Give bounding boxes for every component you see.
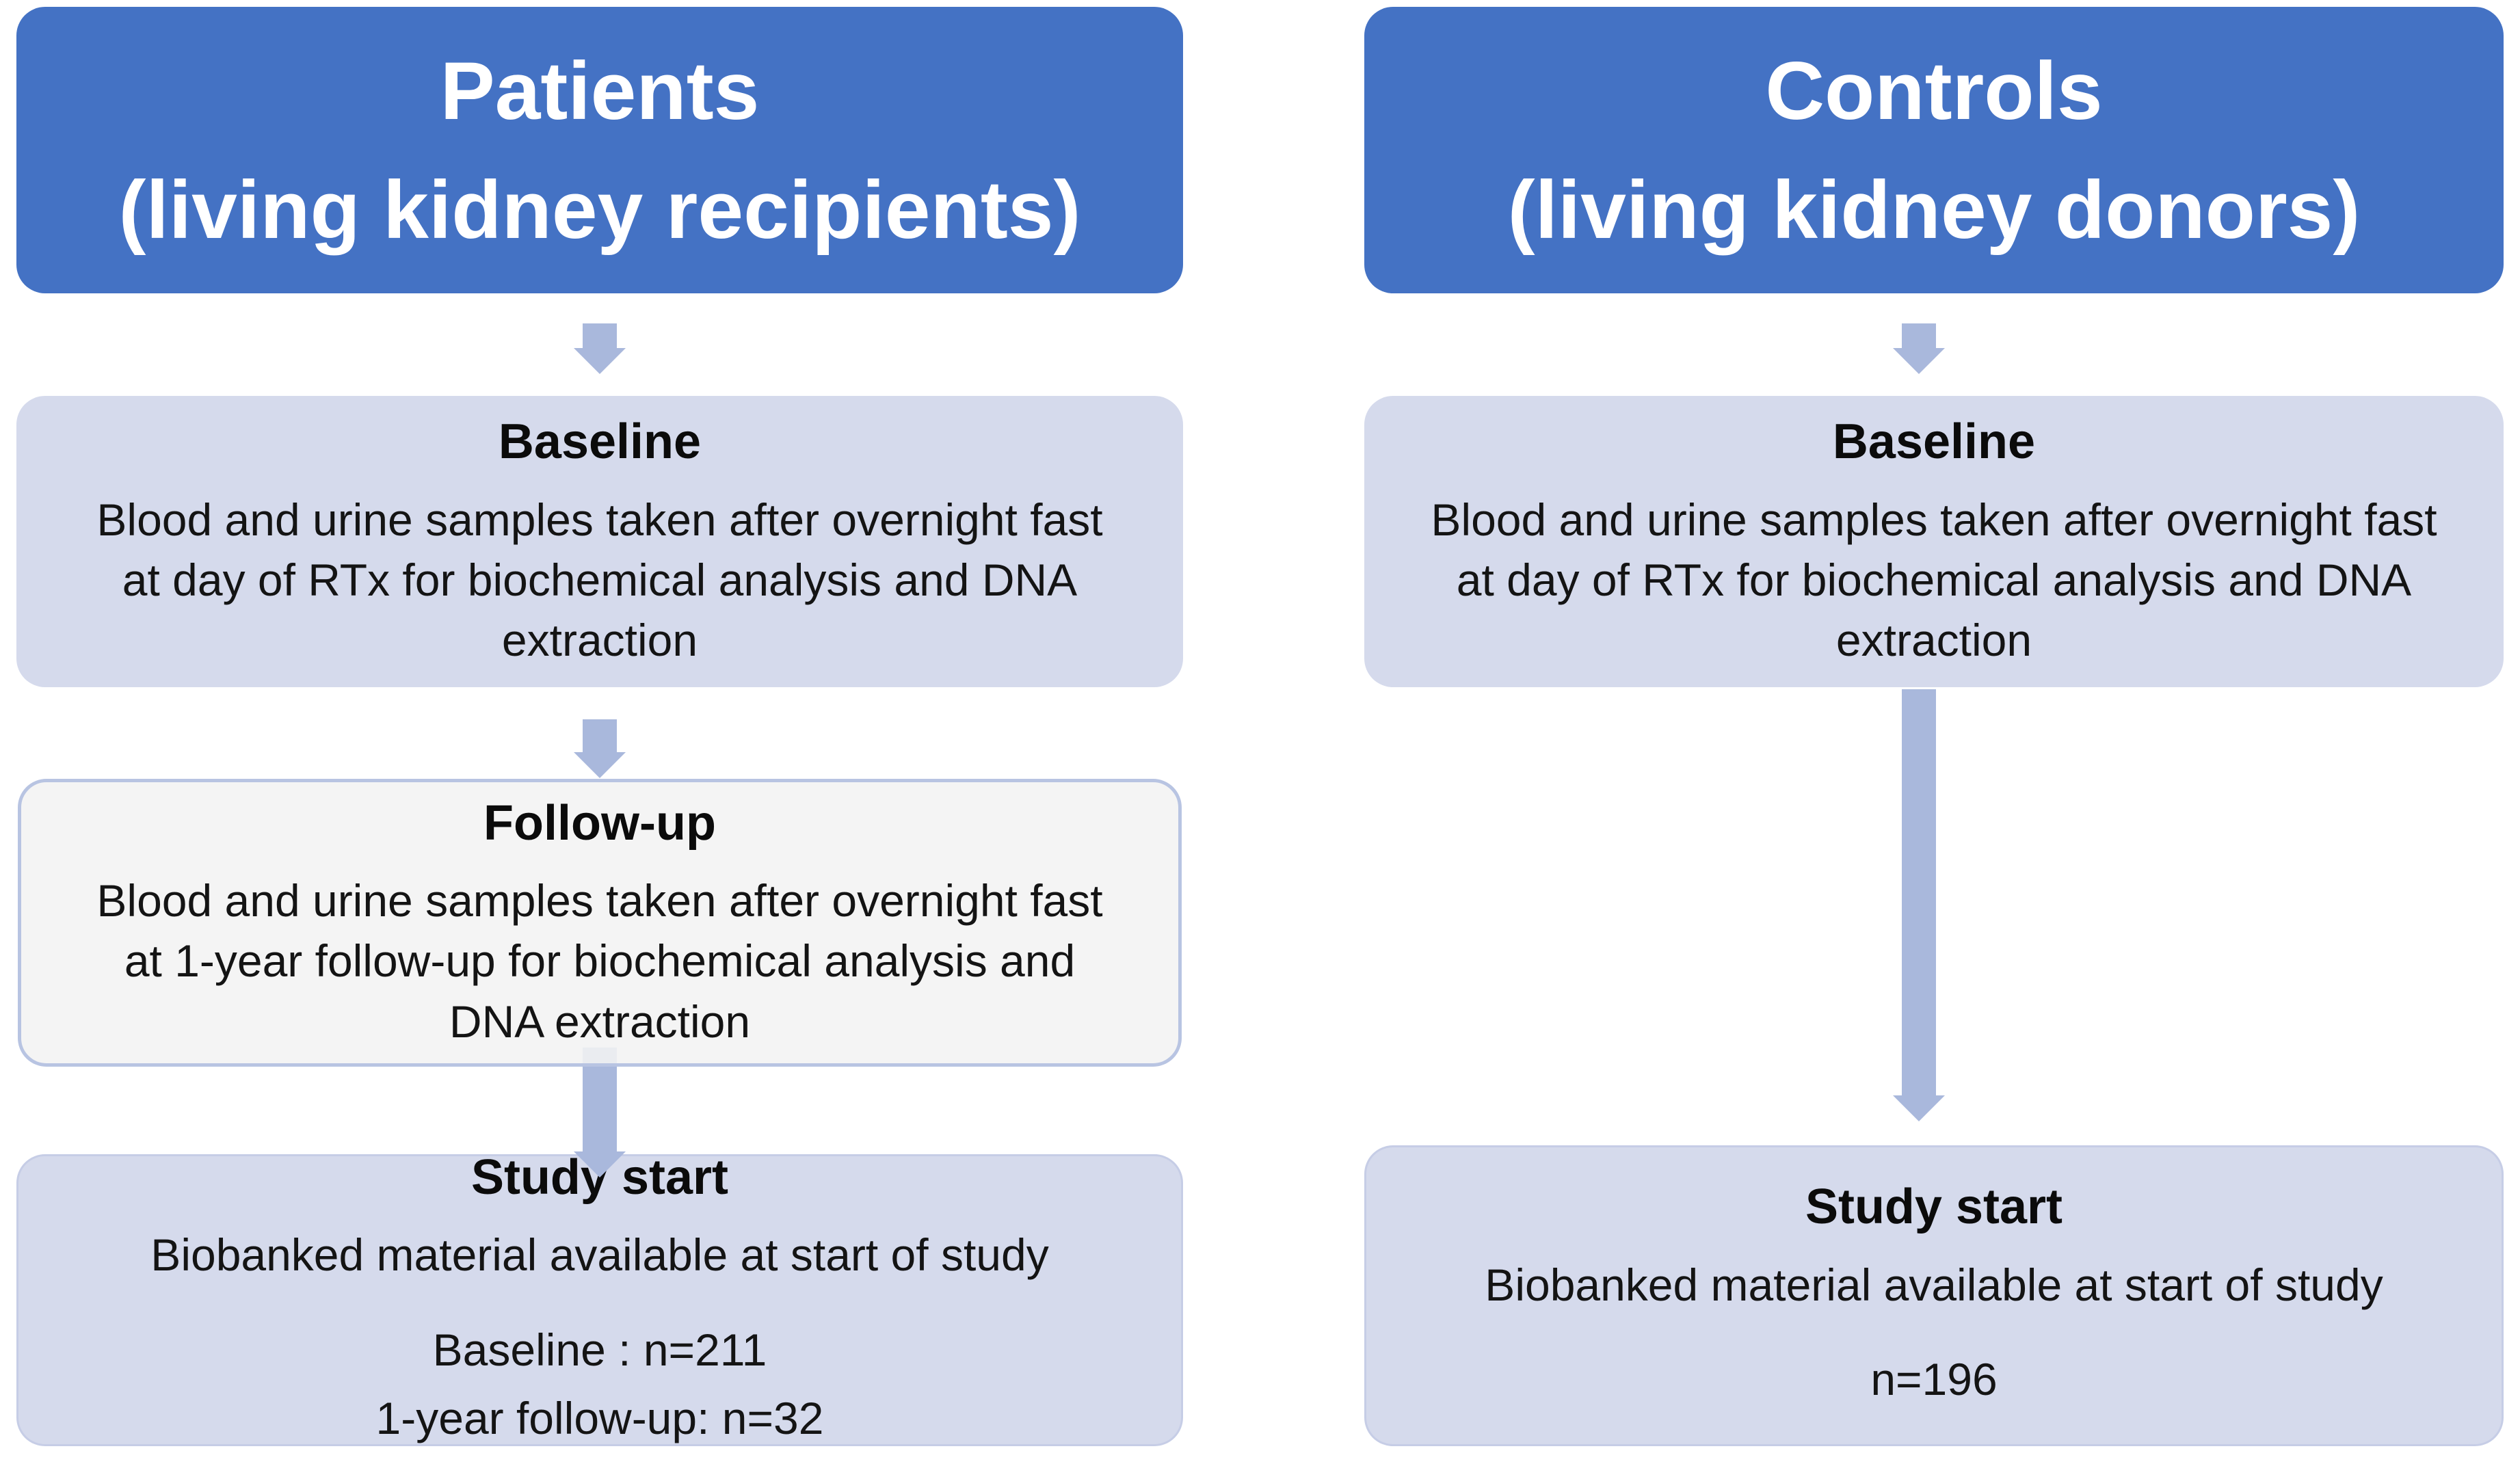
patients-header-box: Patients (living kidney recipients) [16,7,1183,293]
arrow-down-icon [1893,323,1945,374]
baseline-text-line: at day of RTx for biochemical analysis a… [1456,554,2412,605]
baseline-title: Baseline [1832,414,2036,470]
arrow-head [574,1151,626,1177]
patients-study-start-box: Study start Biobanked material available… [16,1150,1183,1446]
followup-text-line: Blood and urine samples taken after over… [96,875,1103,927]
baseline-text-line: Blood and urine samples taken after over… [1431,494,2437,545]
study-start-counts: Baseline : n=211 1-year follow-up: n=32 [376,1316,824,1453]
study-start-text: Biobanked material available at start of… [1485,1259,2383,1310]
arrow-down-long-icon [1893,689,1945,1121]
arrow-stem [1902,323,1936,348]
arrow-stem [1902,689,1936,1095]
count-baseline: Baseline : n=211 [432,1324,767,1375]
arrow-stem [583,323,617,348]
count-followup: 1-year follow-up: n=32 [375,1392,824,1443]
count-total: n=196 [1870,1354,1998,1405]
arrow-head [574,348,626,374]
baseline-title: Baseline [498,414,702,470]
baseline-text-line: Blood and urine samples taken after over… [96,494,1103,545]
arrow-head [1893,348,1945,374]
baseline-text-line: extraction [1835,615,2032,666]
arrow-stem [583,719,617,752]
arrow-head [574,752,626,778]
arrow-down-icon [574,323,626,374]
study-start-text: Biobanked material available at start of… [150,1229,1049,1281]
followup-text-line: DNA extraction [449,996,751,1047]
patients-baseline-box: Baseline Blood and urine samples taken a… [16,396,1183,687]
patients-header-title: Patients [440,44,760,137]
controls-study-start-box: Study start Biobanked material available… [1364,1145,2504,1446]
controls-header-title: Controls [1765,44,2103,137]
followup-text-line: at 1-year follow-up for biochemical anal… [124,935,1076,987]
arrow-down-icon [574,1048,626,1177]
controls-baseline-box: Baseline Blood and urine samples taken a… [1364,396,2504,687]
baseline-text-line: extraction [501,615,698,666]
patients-header-subtitle: (living kidney recipients) [118,163,1081,256]
study-start-counts: n=196 [1870,1345,1997,1413]
followup-title: Follow-up [483,795,716,851]
arrow-head [1893,1095,1945,1121]
controls-header-subtitle: (living kidney donors) [1507,163,2361,256]
controls-header-box: Controls (living kidney donors) [1364,7,2504,293]
baseline-text-line: at day of RTx for biochemical analysis a… [122,554,1078,605]
arrow-down-icon [574,719,626,778]
patients-followup-box: Follow-up Blood and urine samples taken … [18,779,1182,1067]
study-start-title: Study start [1805,1180,2063,1235]
